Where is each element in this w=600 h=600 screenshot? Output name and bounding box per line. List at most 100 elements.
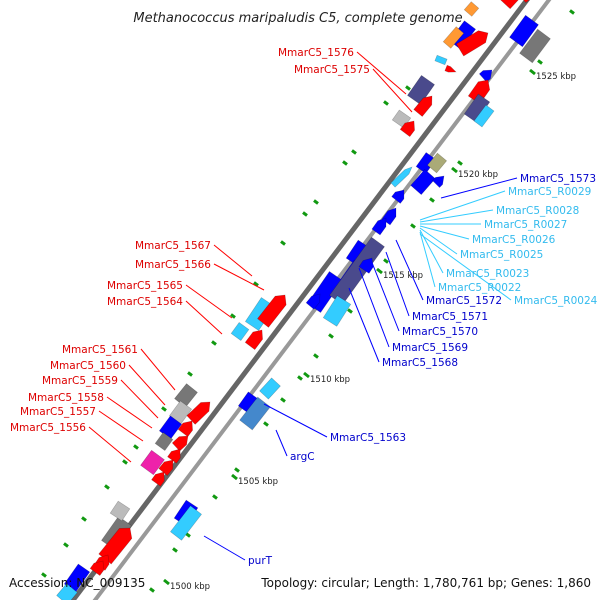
leader-line [372, 68, 413, 113]
gene-feature-forward [177, 420, 193, 438]
tick-mark [313, 199, 319, 205]
tick-mark [313, 353, 319, 359]
leader-line [203, 535, 246, 561]
leader-line [370, 259, 400, 332]
kbp-tick [163, 578, 170, 586]
gene-feature-reverse [473, 104, 495, 128]
gene-label: purT [248, 555, 273, 567]
gene-feature-forward [455, 30, 489, 57]
gene-label: MmarC5_1567 [135, 240, 211, 252]
gene-label: MmarC5_R0023 [446, 268, 529, 280]
tick-mark [234, 467, 240, 473]
gene-feature-forward [171, 435, 189, 452]
gene-feature-forward [167, 448, 181, 464]
gene-feature-forward [407, 74, 435, 106]
leader-line [98, 410, 144, 442]
gene-feature-forward [186, 401, 211, 425]
tick-mark [280, 397, 286, 403]
gene-label: MmarC5_1561 [62, 344, 138, 356]
leader-line [88, 426, 132, 463]
gene-label: MmarC5_1563 [330, 432, 406, 444]
gene-label: MmarC5_R0025 [460, 249, 543, 261]
leader-line [395, 239, 424, 301]
kbp-label: 1525 kbp [536, 72, 576, 82]
leader-line [419, 233, 512, 301]
gene-feature-reverse [509, 14, 539, 48]
gene-feature-forward [56, 583, 78, 600]
gene-label: MmarC5_1575 [294, 64, 370, 76]
gene-label: argC [290, 451, 315, 463]
tick-mark [302, 211, 308, 217]
gene-label: MmarC5_R0022 [438, 282, 521, 294]
gene-label: MmarC5_1565 [107, 280, 183, 292]
tick-mark [263, 421, 269, 427]
gene-feature-reverse [426, 152, 448, 174]
tick-mark [172, 547, 178, 553]
gene-label: MmarC5_1569 [392, 342, 468, 354]
leader-line [358, 267, 390, 348]
kbp-label: 1520 kbp [458, 170, 498, 180]
gene-label: MmarC5_1568 [382, 357, 458, 369]
gene-feature-forward [151, 471, 165, 487]
kbp-tick [376, 267, 383, 275]
tick-mark [351, 149, 357, 155]
gene-feature-reverse [239, 396, 271, 431]
gene-feature-reverse [170, 505, 202, 541]
gene-feature-forward [140, 449, 165, 476]
tick-mark [212, 494, 218, 500]
gene-feature-forward [434, 54, 448, 66]
gene-label: MmarC5_1570 [402, 326, 478, 338]
gene-labels: MmarC5_1576MmarC5_1575MmarC5_1567MmarC5_… [10, 47, 598, 567]
leader-line [356, 51, 407, 95]
leader-line [263, 403, 328, 438]
gene-feature-forward [257, 294, 287, 328]
leader-line [213, 263, 265, 291]
tick-mark [410, 223, 416, 229]
leader-line [213, 244, 253, 277]
gene-feature-forward [230, 322, 250, 341]
tick-mark [347, 308, 353, 314]
gene-features [56, 0, 551, 600]
gene-feature-reverse [358, 257, 374, 274]
tick-mark [149, 587, 155, 593]
tick-mark [187, 371, 193, 377]
leader-line [185, 300, 223, 335]
gene-feature-forward [444, 64, 457, 73]
gene-label: MmarC5_R0028 [496, 205, 579, 217]
gene-feature-reverse [259, 377, 281, 400]
tick-mark [429, 197, 435, 203]
map-title: Methanococcus maripaludis C5, complete g… [133, 11, 462, 26]
leader-line [385, 251, 410, 317]
leader-line [419, 209, 494, 223]
gene-feature-forward [158, 459, 174, 476]
gene-feature-reverse [519, 28, 551, 64]
leader-line [106, 396, 153, 429]
kbp-label: 1505 kbp [238, 477, 278, 487]
gene-label: MmarC5_1572 [426, 295, 502, 307]
kbp-tick [451, 166, 458, 174]
gene-label: MmarC5_1558 [28, 392, 104, 404]
tick-mark [280, 240, 286, 246]
tick-mark [41, 572, 47, 578]
kbp-tick [529, 68, 536, 76]
gene-feature-reverse [523, 0, 530, 4]
gene-label: MmarC5_1573 [520, 173, 596, 185]
gene-label: MmarC5_1557 [20, 406, 96, 418]
label-leader-lines [88, 51, 518, 561]
tick-mark [63, 542, 69, 548]
gene-label: MmarC5_1566 [135, 259, 211, 271]
gene-feature-reverse [371, 217, 387, 236]
gene-feature-reverse [391, 189, 405, 204]
gene-feature-forward [442, 26, 465, 49]
gene-label: MmarC5_1576 [278, 47, 354, 59]
leader-line [419, 190, 506, 221]
tick-mark [405, 85, 411, 91]
gene-feature-reverse [322, 295, 352, 327]
accession-text: Accession: NC_009135 [9, 576, 146, 590]
gene-feature-forward [413, 95, 433, 117]
tick-mark [104, 484, 110, 490]
tick-mark [133, 444, 139, 450]
kbp-label: 1510 kbp [310, 375, 350, 385]
gene-feature-forward [154, 432, 174, 451]
